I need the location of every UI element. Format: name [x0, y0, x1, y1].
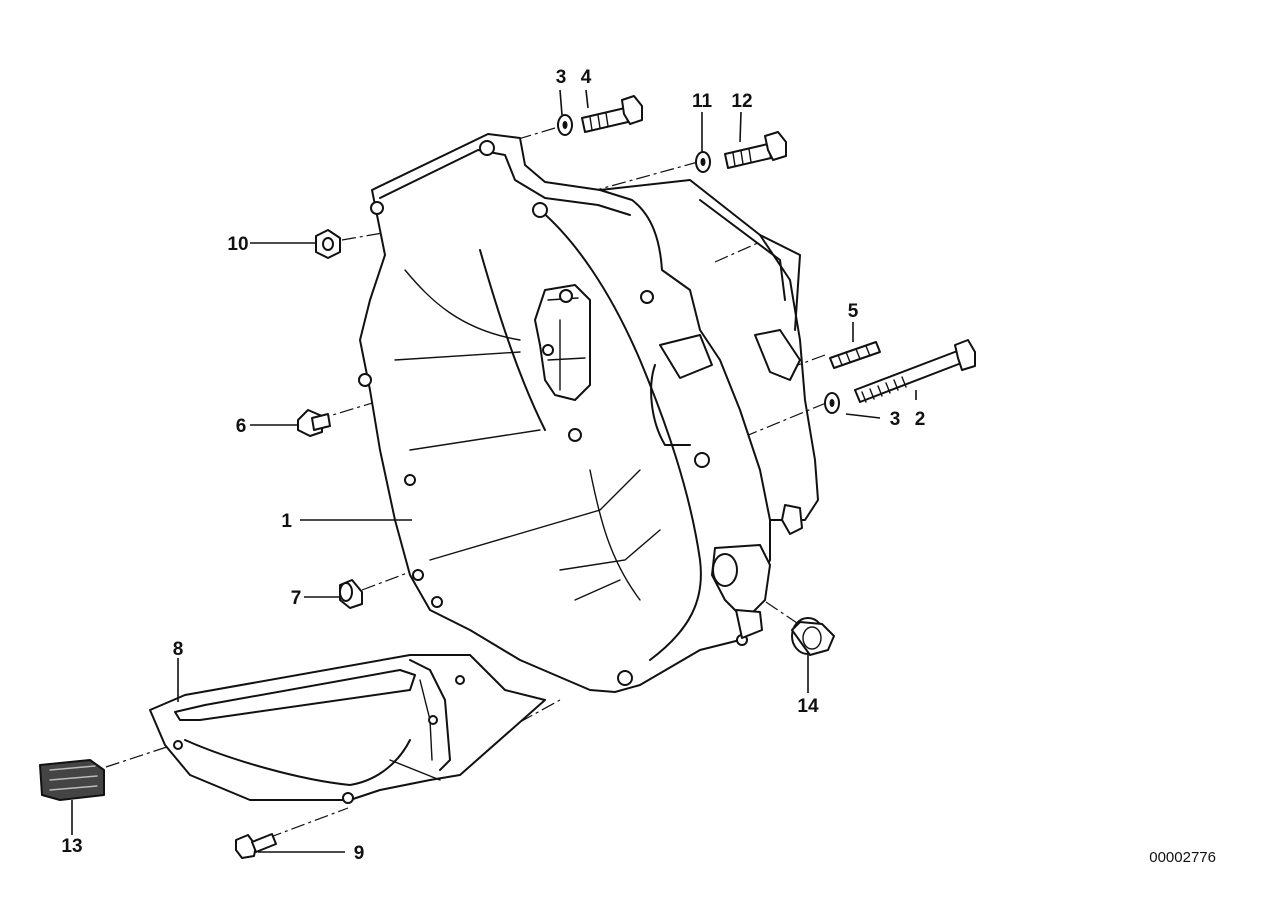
washer-small	[695, 151, 711, 173]
callout-8: 8	[173, 639, 184, 660]
callout-12: 12	[731, 91, 752, 112]
callout-9: 9	[354, 843, 365, 864]
callout-11: 11	[692, 91, 713, 112]
callout-3-top: 3	[556, 67, 567, 88]
stud	[829, 341, 881, 369]
washer-top	[557, 114, 573, 136]
document-number: 00002776	[1149, 849, 1216, 866]
fitting-bolt	[297, 409, 331, 437]
cover-plate	[149, 654, 546, 804]
callout-leader-lines	[71, 89, 917, 853]
hex-bolt-right	[724, 131, 787, 169]
washer-right	[824, 392, 840, 414]
rubber-buffer	[39, 759, 105, 801]
clutch-housing	[358, 133, 819, 693]
callout-5: 5	[848, 301, 859, 322]
callout-6: 6	[236, 416, 247, 437]
callout-7: 7	[291, 588, 302, 609]
callout-1: 1	[281, 511, 292, 532]
nut	[315, 229, 341, 259]
callout-10: 10	[227, 234, 248, 255]
sleeve	[339, 579, 363, 609]
callout-14: 14	[797, 696, 819, 717]
hex-bolt-bottom	[235, 833, 277, 859]
plug	[791, 617, 835, 656]
callout-3-right: 3	[890, 409, 901, 430]
callout-labels: 1 2 3 3 4 5 6 7 8 9 10 11 12 13 14	[61, 67, 925, 864]
callout-4: 4	[581, 67, 592, 88]
callout-13: 13	[61, 836, 82, 857]
long-bolt	[854, 339, 976, 403]
hex-bolt-top	[581, 95, 643, 133]
callout-2: 2	[915, 409, 926, 430]
